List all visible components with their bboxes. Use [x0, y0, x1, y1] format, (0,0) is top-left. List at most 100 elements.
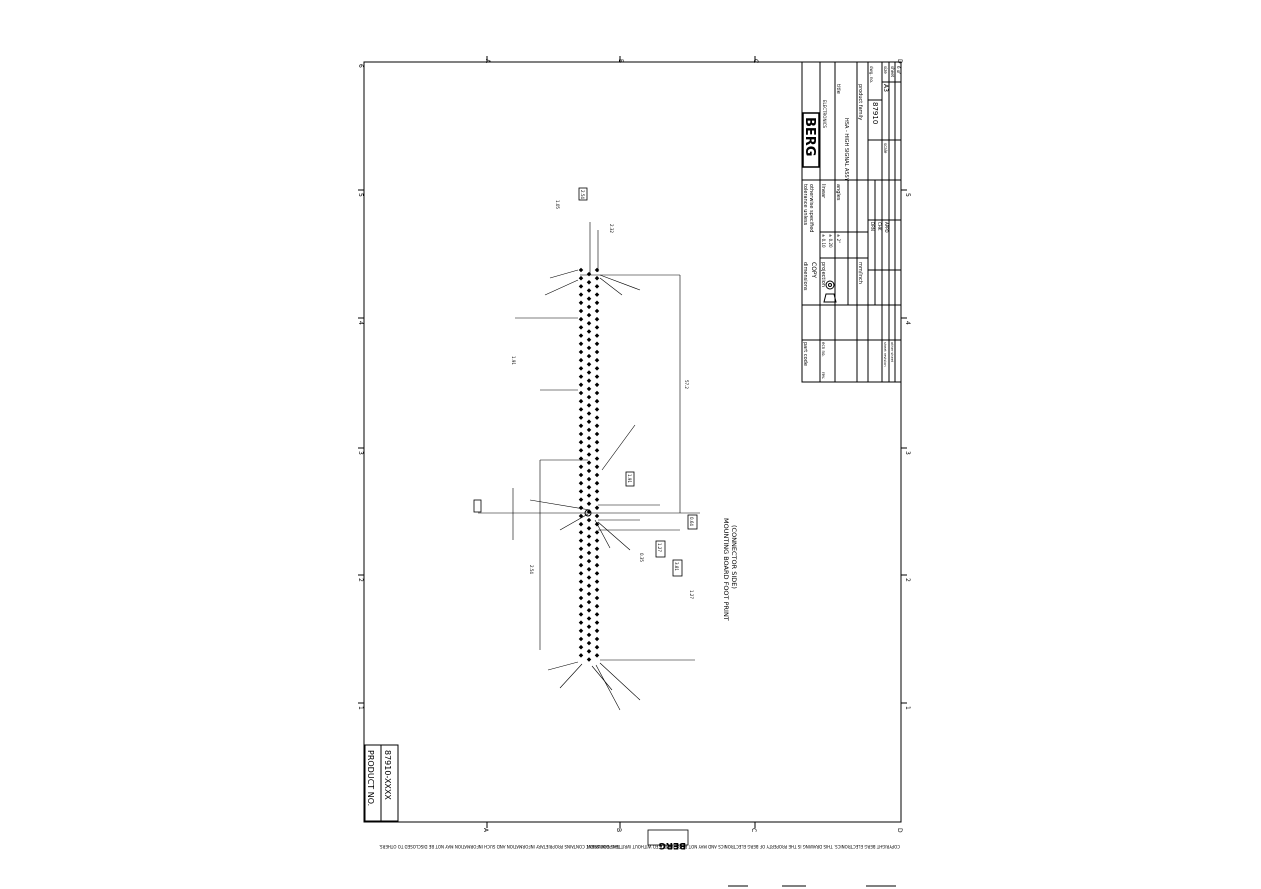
- zone-left-4: 4: [357, 321, 364, 325]
- pin-pad: [594, 513, 600, 519]
- pin-pad: [578, 333, 584, 338]
- pin-pad: [586, 640, 592, 646]
- pin-pad: [594, 308, 600, 314]
- pin-pad: [586, 657, 592, 662]
- dim-bottom: 1.27: [689, 590, 694, 599]
- projection-label: projection: [820, 262, 826, 287]
- pin-pad: [578, 284, 584, 289]
- approval-appd: APPD: [884, 222, 889, 233]
- pin-pad: [586, 444, 592, 449]
- dim-overall: 57.2: [684, 380, 689, 389]
- pin-pad: [586, 271, 592, 277]
- zone-bottom-c: C: [750, 828, 757, 832]
- pin-pad: [594, 300, 600, 306]
- pin-pad: [594, 497, 600, 502]
- pin-pad: [586, 370, 592, 375]
- pin-pad: [578, 275, 584, 281]
- zone-left-5: 5: [357, 193, 364, 197]
- pin-pad: [594, 316, 600, 322]
- pin-pad: [578, 439, 584, 445]
- copyright-text: COPYRIGHT BERG ELECTRONICS. THIS DRAWING…: [586, 844, 900, 849]
- pin-pad: [586, 353, 592, 359]
- pin-pad: [586, 321, 592, 326]
- pin-pad: [578, 300, 584, 306]
- copy-label: COPY: [810, 262, 817, 278]
- units-label: mm/inch: [857, 262, 863, 284]
- pin-pad: [586, 329, 592, 334]
- ecn-label: ecn no.: [821, 342, 826, 357]
- zone-markers-right: 5 4 3 2 1: [901, 189, 911, 710]
- pin-pad: [586, 608, 592, 613]
- pin-pad: [578, 546, 584, 552]
- approval-chk: CHK: [877, 222, 882, 231]
- pin-pad: [578, 603, 584, 609]
- pin-pad: [586, 567, 592, 572]
- pin-pad: [586, 296, 592, 301]
- pin-pad: [586, 435, 592, 441]
- pin-pad: [578, 579, 584, 584]
- pin-pad: [594, 538, 600, 543]
- pin-pad: [578, 571, 584, 576]
- pin-pad: [586, 411, 592, 416]
- pin-pad: [594, 284, 600, 289]
- pin-pad: [586, 624, 592, 629]
- pin-pad: [578, 448, 584, 453]
- dim-left-2: 2.54: [529, 565, 534, 574]
- zone-top-b: B: [617, 59, 624, 63]
- pin-pad: [586, 517, 592, 523]
- pin-pad: [578, 513, 584, 519]
- zone-right-1: 1: [904, 706, 911, 710]
- title-value: HSA - HIGH SIGNAL ASSY: [843, 118, 849, 182]
- pin-pad: [586, 616, 592, 621]
- dim-right-box: 0.64: [689, 517, 694, 526]
- pin-pad: [586, 419, 592, 424]
- zone-markers-bottom: A B C D: [482, 822, 903, 833]
- pin-pad: [578, 423, 584, 429]
- pin-pad: [578, 325, 584, 330]
- pin-pad: [586, 493, 592, 498]
- pin-pad: [594, 644, 600, 650]
- pin-pad: [594, 571, 600, 576]
- pin-pad: [594, 382, 600, 388]
- pin-pad: [594, 456, 600, 461]
- dim-top-1: 2.32: [609, 224, 614, 233]
- view-label-line2: (CONNECTOR SIDE): [730, 525, 738, 589]
- pin-pad: [594, 390, 600, 396]
- pin-pad: [594, 398, 600, 404]
- linear-tolerance-1: ± 0.10: [821, 234, 826, 248]
- pin-pad: [586, 452, 592, 457]
- pin-pad: [586, 485, 592, 490]
- sheet-label: sheet: [890, 66, 895, 78]
- size-value: A3: [882, 84, 889, 92]
- pin-pad: [578, 374, 584, 379]
- pin-pad: [578, 267, 584, 273]
- product-number-label: PRODUCT NO.: [366, 750, 375, 806]
- title-block: BERG ELECTRONICS title HSA - HIGH SIGNAL…: [801, 61, 902, 383]
- pin-pad: [578, 554, 584, 560]
- pin-pad: [578, 538, 584, 543]
- notice-text: THIS DOCUMENT CONTAINS PROPRIETARY INFOR…: [379, 844, 621, 849]
- bottom-logo-text: BERG: [659, 840, 686, 850]
- bottom-notes: THIS DOCUMENT CONTAINS PROPRIETARY INFOR…: [379, 829, 900, 850]
- pin-pad: [594, 349, 600, 355]
- pin-pad: [594, 439, 600, 445]
- pin-pad: [578, 562, 584, 568]
- rev-label: rev.: [821, 372, 826, 379]
- zone-left-3: 3: [357, 451, 364, 455]
- linear-tolerance-2: ± 0.20: [828, 234, 833, 248]
- pin-pad: [594, 267, 600, 273]
- dimension-texts: 2.54 0.64 1.91 3.81 1.27 2.32 1.05 57.2 …: [511, 190, 694, 599]
- view-label-line1: MOUNTING BOARD FOOT PRINT: [722, 518, 730, 621]
- dim-lower-box: 3.81: [674, 562, 679, 571]
- pin-pad: [586, 649, 592, 654]
- pin-pad: [578, 407, 584, 412]
- pin-pad: [578, 497, 584, 502]
- dim-small: 0.35: [639, 553, 644, 562]
- pin-pad: [594, 374, 600, 379]
- product-family-label: product family: [857, 84, 863, 120]
- pin-pad: [586, 427, 592, 433]
- pin-pad: [578, 612, 584, 617]
- drawing-no-label: dwg. no.: [869, 66, 874, 83]
- pin-pad: [578, 595, 584, 601]
